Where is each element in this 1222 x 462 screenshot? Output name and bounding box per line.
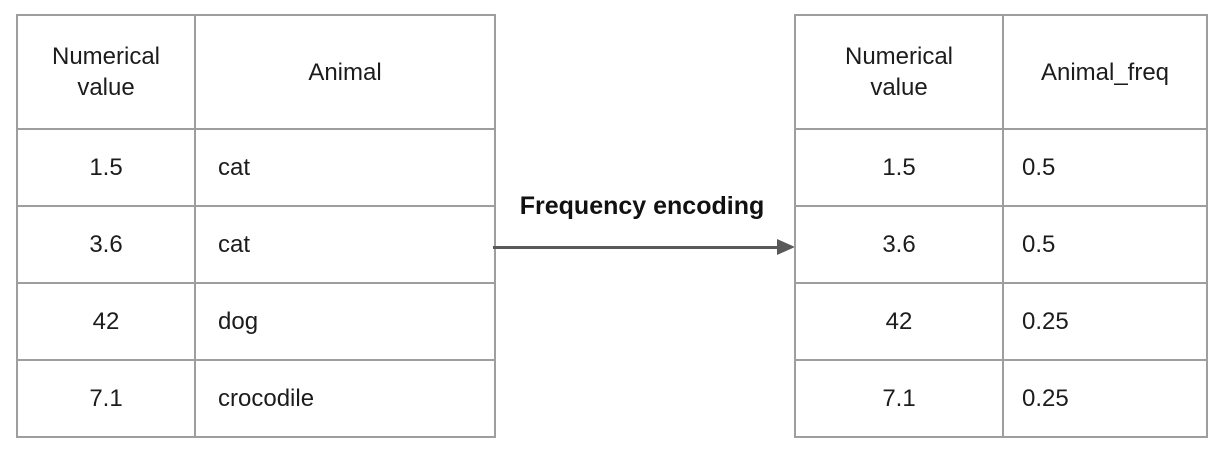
transform-label: Frequency encoding (519, 192, 765, 220)
right-arrow-icon (493, 246, 779, 249)
header-cell-numerical-value: Numerical value (16, 14, 196, 130)
animal-freq-cell: 0.25 (1002, 359, 1208, 438)
numerical-value-cell: 7.1 (16, 359, 196, 438)
numerical-value-cell: 3.6 (16, 205, 196, 284)
numerical-value-cell: 1.5 (794, 128, 1004, 207)
numerical-value-cell: 42 (794, 282, 1004, 361)
animal-cell: cat (194, 205, 496, 284)
animal-freq-cell: 0.5 (1002, 128, 1208, 207)
table-row: 7.1 0.25 (794, 359, 1208, 438)
numerical-value-cell: 7.1 (794, 359, 1004, 438)
header-label: Animal_freq (1040, 58, 1170, 86)
right-arrow-head-icon (777, 239, 795, 255)
header-cell-animal: Animal (194, 14, 496, 130)
table-row: 42 0.25 (794, 282, 1208, 361)
animal-freq-cell: 0.25 (1002, 282, 1208, 361)
table-row: 3.6 cat (16, 205, 496, 284)
numerical-value-cell: 1.5 (16, 128, 196, 207)
header-cell-numerical-value: Numerical value (794, 14, 1004, 130)
table-header-row: Numerical value Animal (16, 14, 496, 130)
encoded-table: Numerical value Animal_freq 1.5 0.5 3.6 … (794, 14, 1208, 438)
table-row: 3.6 0.5 (794, 205, 1208, 284)
table-row: 42 dog (16, 282, 496, 361)
table-row: 1.5 cat (16, 128, 496, 207)
table-row: 7.1 crocodile (16, 359, 496, 438)
table-header-row: Numerical value Animal_freq (794, 14, 1208, 130)
numerical-value-cell: 42 (16, 282, 196, 361)
table-row: 1.5 0.5 (794, 128, 1208, 207)
header-label: Numerical value (51, 43, 161, 101)
header-cell-animal-freq: Animal_freq (1002, 14, 1208, 130)
source-table: Numerical value Animal 1.5 cat 3.6 cat 4… (16, 14, 496, 438)
animal-cell: crocodile (194, 359, 496, 438)
animal-freq-cell: 0.5 (1002, 205, 1208, 284)
animal-cell: dog (194, 282, 496, 361)
header-label: Animal (308, 58, 382, 86)
numerical-value-cell: 3.6 (794, 205, 1004, 284)
header-label: Numerical value (844, 43, 954, 101)
animal-cell: cat (194, 128, 496, 207)
